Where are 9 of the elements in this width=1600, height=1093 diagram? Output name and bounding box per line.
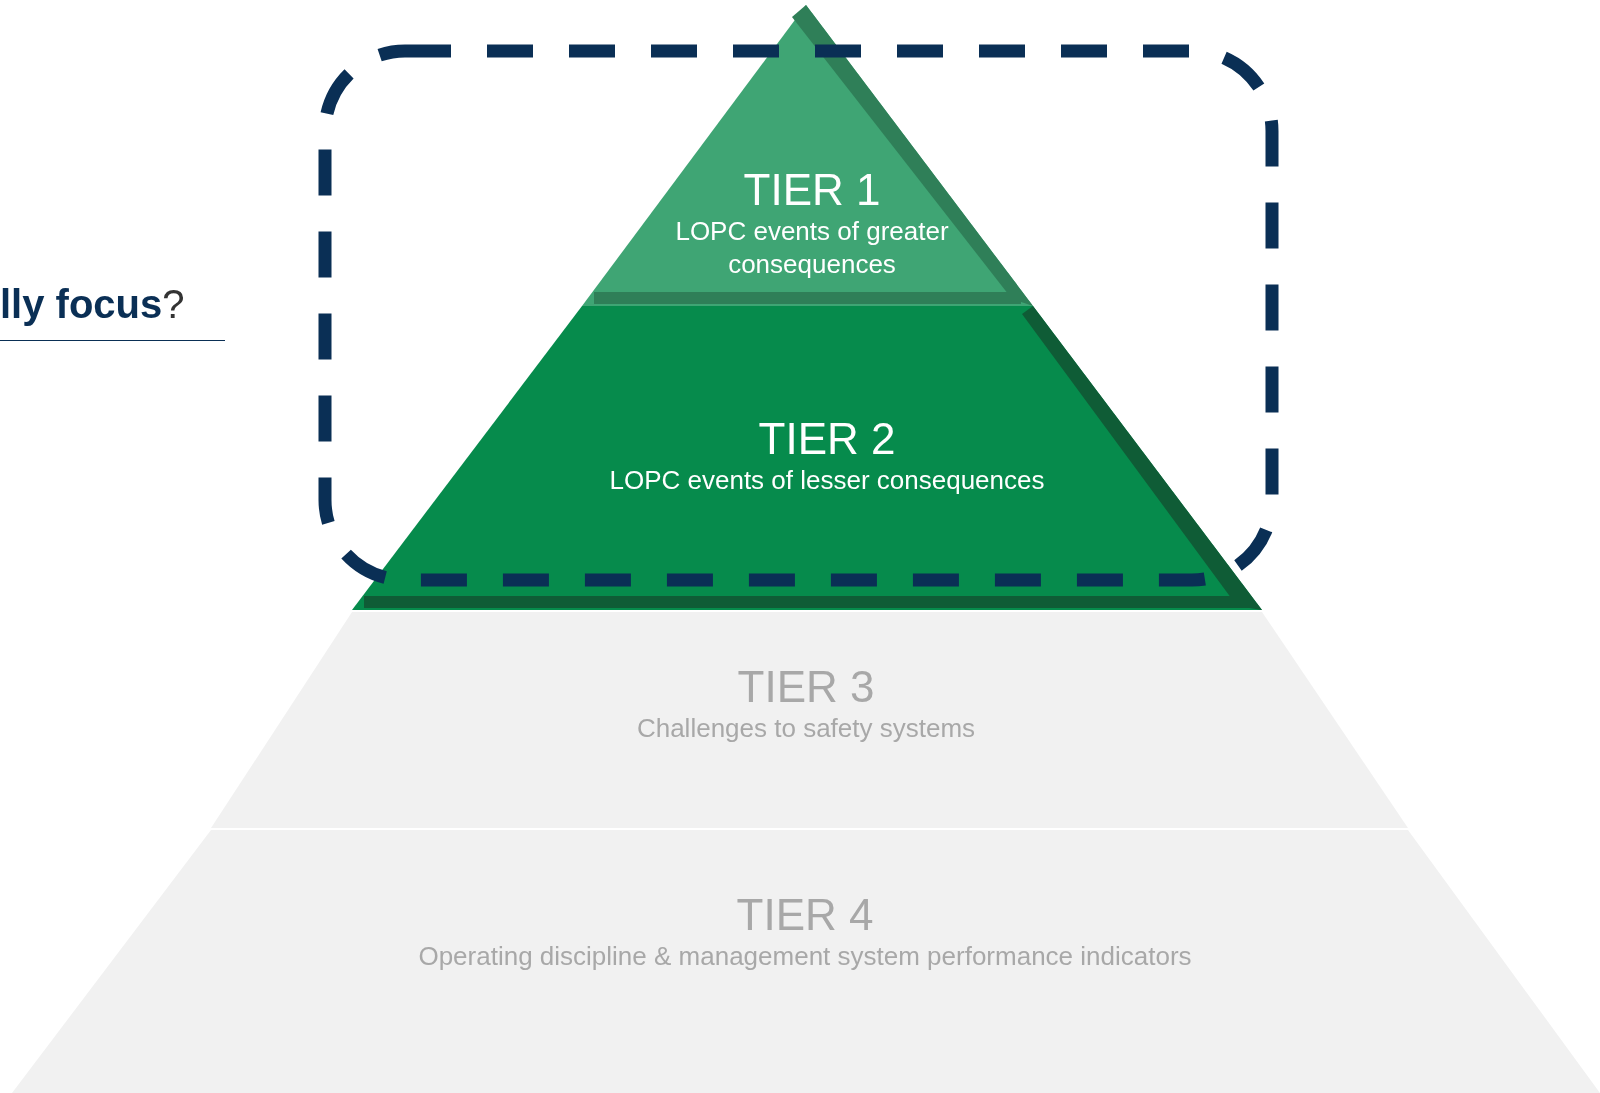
- question-text: lly focus?: [0, 280, 225, 341]
- tier-title: TIER 1: [743, 165, 881, 215]
- tier-title: TIER 2: [758, 414, 896, 464]
- tier-description: LOPC events of greater consequences: [674, 215, 950, 281]
- tier-title: TIER 3: [737, 662, 875, 712]
- tier-description: LOPC events of lesser consequences: [609, 464, 1045, 497]
- tier-title: TIER 4: [736, 890, 874, 940]
- tier-description: Challenges to safety systems: [636, 712, 976, 745]
- tier-description: Operating discipline & management system performance indicators: [418, 940, 1192, 973]
